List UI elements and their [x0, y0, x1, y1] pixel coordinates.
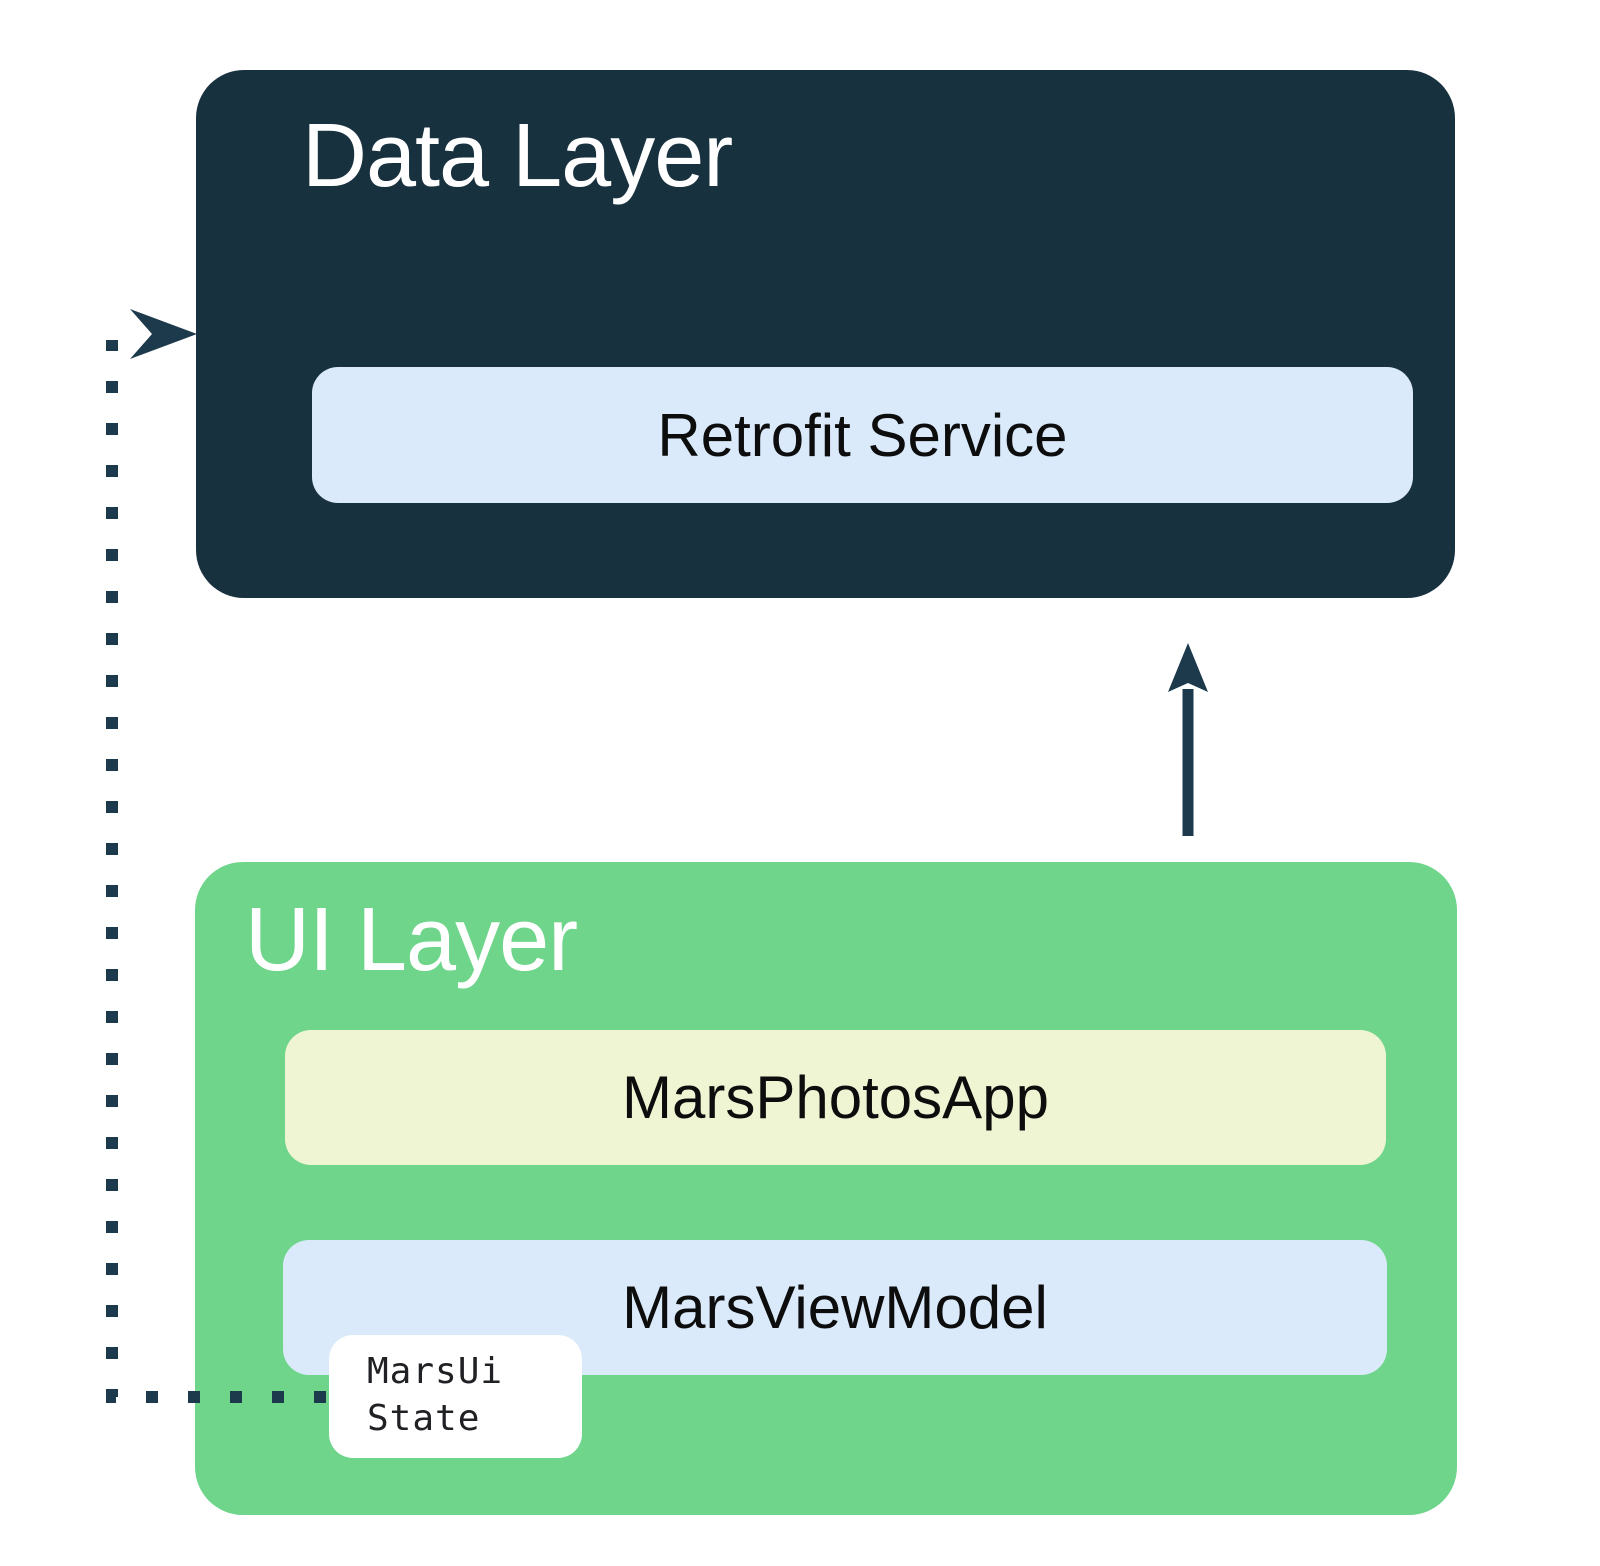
- retrofit-service-box: Retrofit Service: [312, 367, 1413, 503]
- dart-arrowhead-icon: [130, 309, 197, 359]
- mars-photos-app-box: MarsPhotosApp: [285, 1030, 1386, 1165]
- retrofit-service-label: Retrofit Service: [657, 401, 1068, 469]
- solid-up-arrow-icon: [1168, 643, 1208, 836]
- mars-ui-state-line-1: MarsUi: [367, 1351, 504, 1392]
- ui-layer-title: UI Layer: [245, 890, 578, 990]
- data-layer-box: Data Layer Retrofit Service: [196, 70, 1455, 598]
- data-layer-title: Data Layer: [302, 106, 733, 206]
- mars-view-model-label: MarsViewModel: [622, 1274, 1048, 1341]
- mars-ui-state-line-2: State: [367, 1398, 481, 1439]
- mars-ui-state-chip: MarsUi State: [329, 1335, 582, 1458]
- mars-photos-app-label: MarsPhotosApp: [622, 1064, 1049, 1131]
- ui-layer-box: UI Layer MarsPhotosApp MarsViewModel Mar…: [195, 862, 1457, 1515]
